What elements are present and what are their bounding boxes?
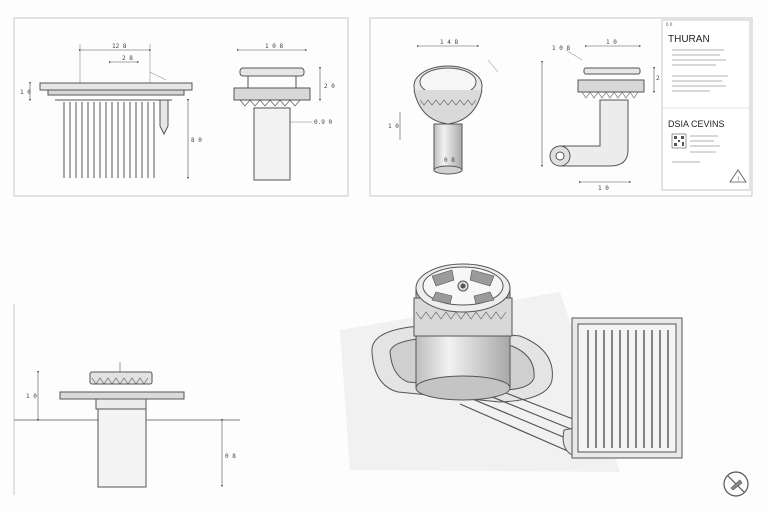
v1-dim-top: 12 8: [112, 43, 127, 50]
title-block-section-heading: DSIA CEVINS: [668, 119, 725, 129]
v2-dim-right: 2 0: [324, 83, 335, 90]
title-block: !: [661, 19, 751, 191]
cap-vents: [431, 269, 495, 305]
qr-code-icon: [671, 133, 687, 149]
v1-dim-right: 8 0: [191, 137, 202, 144]
v1-dim-left: 1 0: [20, 89, 31, 96]
v1-dim-mid: 2 8: [122, 55, 133, 62]
view-5-heatsink-block: [571, 317, 683, 459]
v4-dim-top: 1 0: [606, 39, 617, 46]
svg-text:!: !: [737, 176, 739, 183]
v6-dim-left: 1 0: [26, 393, 37, 400]
warning-triangle-icon: [729, 169, 747, 183]
v6-dim-right: 0 8: [225, 453, 236, 460]
v2-dim-top: 1 0 8: [265, 43, 283, 50]
title-block-text-lines: [672, 49, 728, 163]
v4-dim-bottom: 1 0: [598, 185, 609, 192]
title-block-title: THURAN: [668, 34, 710, 45]
v4-dim-left: 1 0 8: [552, 45, 570, 52]
view-4-elbow-assembly: [540, 44, 656, 184]
view-2-cap-side: [233, 48, 322, 181]
v3-dim-bottom: 0 8: [444, 157, 455, 164]
v3-dim-left: 1 0: [388, 123, 399, 130]
panel-frames: [13, 17, 753, 495]
heatsink-fins: [63, 102, 155, 178]
view-3-cap-isometric: [399, 44, 499, 175]
view-6-cap-section: [14, 362, 240, 488]
v3-dim-top: 1 4 8: [440, 39, 458, 46]
view-1-heatsink-front: [28, 44, 193, 180]
v2-dim-label: 0.9 0: [314, 119, 332, 126]
no-tool-stamp-icon: [723, 471, 749, 497]
title-corner-note: 0 0: [666, 22, 673, 27]
view-5-isometric-assembly: [340, 263, 620, 472]
